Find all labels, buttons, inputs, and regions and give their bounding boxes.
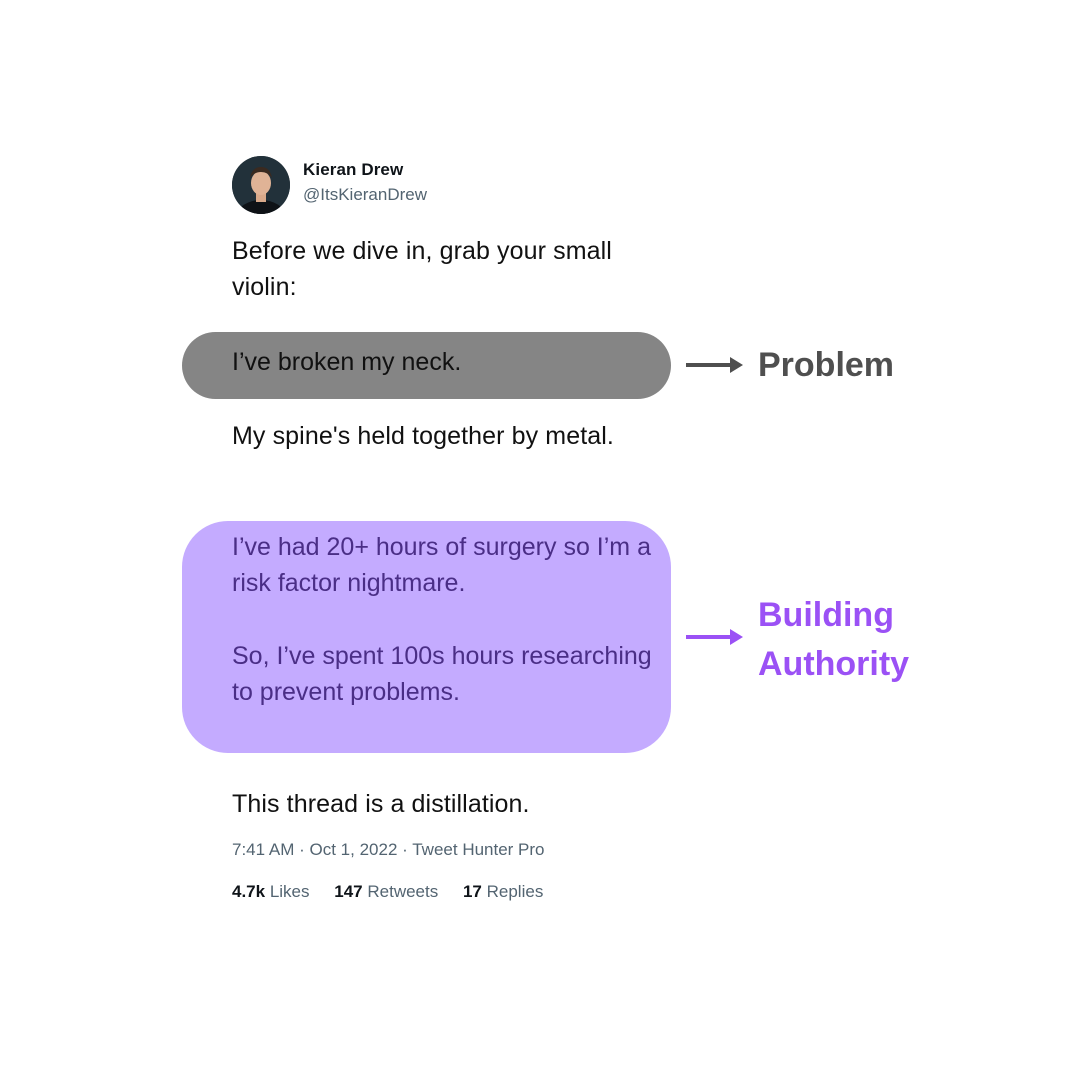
retweets-count: 147 bbox=[334, 882, 363, 901]
tweet-paragraph-intro: Before we dive in, grab your small violi… bbox=[232, 237, 612, 301]
tweet-problem-line: I’ve broken my neck. bbox=[232, 348, 462, 376]
retweets-stat[interactable]: 147 Retweets bbox=[334, 882, 438, 902]
authority-label: Building Authority bbox=[758, 591, 909, 689]
likes-count: 4.7k bbox=[232, 882, 266, 901]
author-handle[interactable]: @ItsKieranDrew bbox=[303, 185, 428, 204]
tweet-stats: 4.7k Likes 147 Retweets 17 Replies bbox=[232, 882, 563, 902]
replies-count: 17 bbox=[462, 882, 482, 901]
likes-stat[interactable]: 4.7k Likes bbox=[232, 882, 310, 902]
tweet-paragraph-spine: My spine's held together by metal. bbox=[232, 422, 614, 450]
replies-stat[interactable]: 17 Replies bbox=[463, 882, 543, 902]
tweet-date[interactable]: Oct 1, 2022 bbox=[309, 840, 398, 859]
problem-arrow-icon bbox=[686, 357, 743, 373]
retweets-label: Retweets bbox=[367, 882, 439, 901]
likes-label: Likes bbox=[269, 882, 310, 901]
tweet-time[interactable]: 7:41 AM bbox=[232, 840, 295, 859]
authority-arrow-icon bbox=[686, 629, 743, 645]
authority-label-line-2: Authority bbox=[758, 645, 910, 683]
replies-label: Replies bbox=[486, 882, 544, 901]
author-name[interactable]: Kieran Drew bbox=[303, 160, 404, 179]
tweet-paragraph-closing: This thread is a distillation. bbox=[232, 790, 530, 818]
meta-separator: · bbox=[299, 840, 305, 859]
tweet-meta: 7:41 AM · Oct 1, 2022 · Tweet Hunter Pro bbox=[232, 840, 545, 860]
tweet-authority-paragraph-2: So, I’ve spent 100s hours researching to… bbox=[232, 642, 652, 706]
tweet-authority-paragraph-1: I’ve had 20+ hours of surgery so I’m a r… bbox=[232, 533, 651, 597]
problem-highlight: I’ve broken my neck. bbox=[182, 332, 671, 399]
tweet-source[interactable]: Tweet Hunter Pro bbox=[412, 840, 545, 859]
authority-label-line-1: Building bbox=[758, 596, 894, 634]
avatar[interactable] bbox=[232, 156, 290, 214]
meta-separator: · bbox=[402, 840, 408, 859]
avatar-portrait-icon bbox=[232, 156, 290, 214]
authority-highlight: I’ve had 20+ hours of surgery so I’m a r… bbox=[182, 521, 671, 753]
problem-label: Problem bbox=[758, 346, 895, 384]
